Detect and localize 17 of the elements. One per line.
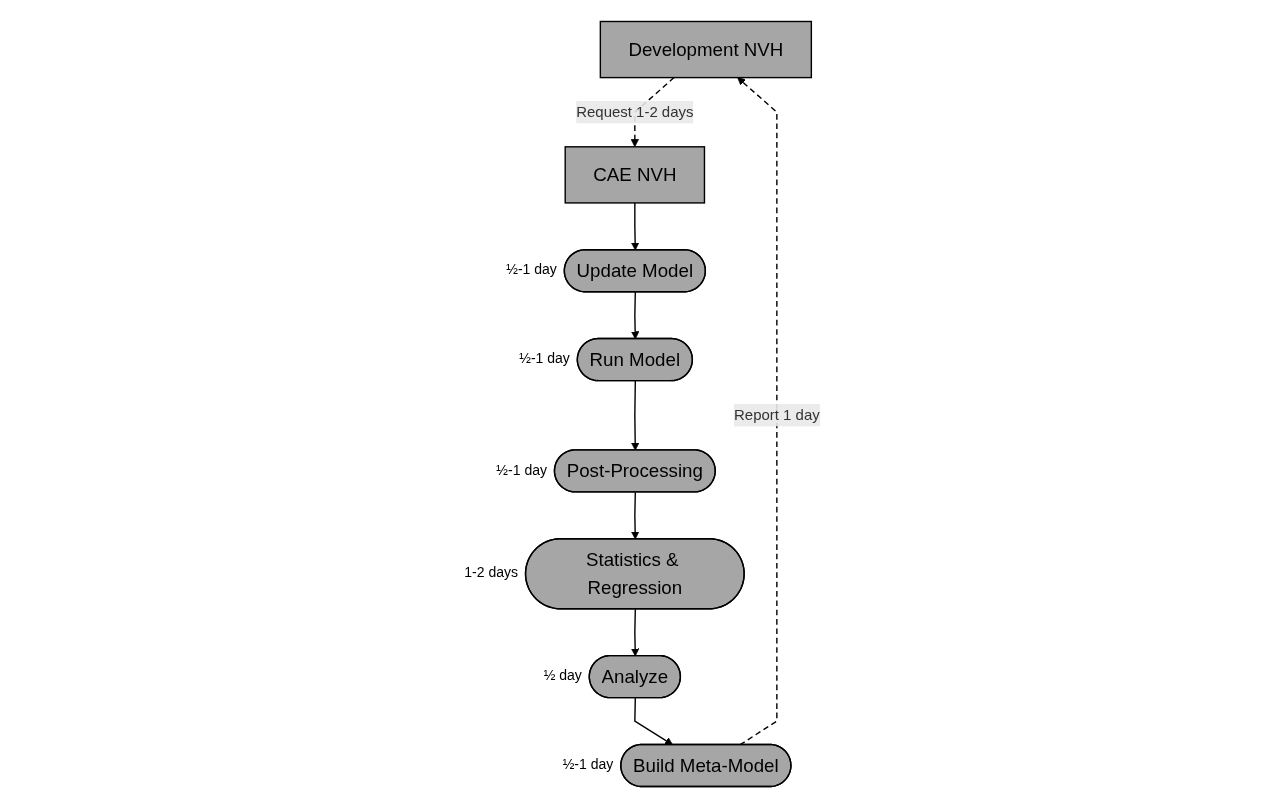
- arrow: [631, 491, 640, 540]
- arrow: [631, 291, 640, 340]
- arrow: [631, 202, 640, 251]
- duration-label: ½-1 day: [519, 350, 570, 367]
- arrow: [634, 697, 674, 746]
- arrow: [631, 380, 640, 451]
- edge-label: Report 1 day: [734, 406, 820, 423]
- duration-label: ½-1 day: [562, 756, 614, 773]
- node-box: Development NVH: [599, 20, 813, 79]
- duration-label: ½ day: [543, 667, 582, 684]
- edge-label: Request 1-2 days: [576, 103, 694, 120]
- node-box: CAE NVH: [564, 146, 706, 204]
- duration-label: ½-1 day: [506, 261, 557, 278]
- duration-label: ½-1 day: [496, 461, 547, 478]
- duration-label: 1-2 days: [464, 564, 519, 581]
- arrow: [631, 608, 640, 657]
- arrow: [737, 77, 778, 746]
